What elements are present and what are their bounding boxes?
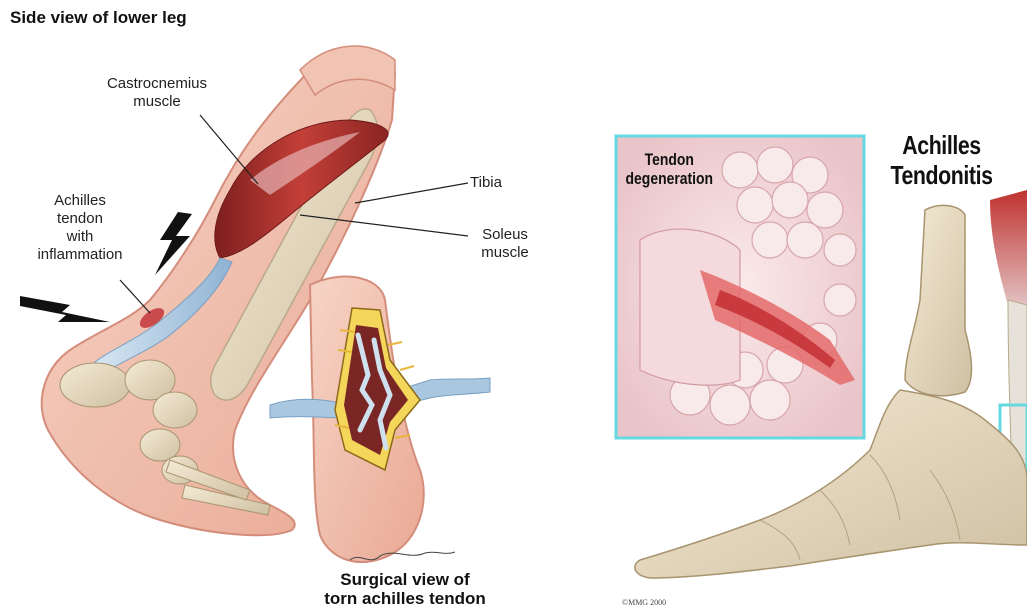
surgical-view-caption: Surgical view of torn achilles tendon bbox=[275, 570, 535, 608]
right-calf-muscle bbox=[990, 190, 1027, 310]
right-title-line2: Tendonitis bbox=[880, 160, 1003, 190]
achilles-label-line1: Achilles bbox=[10, 192, 150, 210]
right-title-line1: Achilles bbox=[880, 130, 1003, 160]
inset-label-line2: degeneration bbox=[616, 169, 723, 188]
left-panel-title: Side view of lower leg bbox=[10, 8, 187, 28]
copyright-text: ©MMG 2000 bbox=[622, 598, 666, 607]
achilles-label-line2: tendon bbox=[10, 210, 150, 228]
caption-line2: torn achilles tendon bbox=[275, 589, 535, 608]
caption-line1: Surgical view of bbox=[275, 570, 535, 589]
pain-bolt-lower-icon bbox=[20, 296, 110, 322]
gastrocnemius-label-line2: muscle bbox=[72, 93, 242, 111]
achilles-label-line3: with bbox=[10, 228, 150, 246]
surgical-view-illustration bbox=[270, 277, 490, 562]
soleus-label-line1: Soleus bbox=[470, 226, 540, 244]
tibia-label: Tibia bbox=[470, 174, 530, 192]
achilles-label-line4: inflammation bbox=[10, 246, 150, 264]
inset-label-line1: Tendon bbox=[616, 150, 723, 169]
soleus-label: Soleus muscle bbox=[470, 226, 540, 262]
tendon-degeneration-label: Tendon degeneration bbox=[616, 150, 723, 188]
achilles-inflammation-label: Achilles tendon with inflammation bbox=[10, 192, 150, 264]
gastrocnemius-label: Castrocnemius muscle bbox=[72, 75, 242, 111]
right-tibia-bone bbox=[905, 205, 971, 395]
gastrocnemius-label-line1: Castrocnemius bbox=[72, 75, 242, 93]
soleus-label-line2: muscle bbox=[470, 244, 540, 262]
achilles-tendonitis-title: Achilles Tendonitis bbox=[880, 130, 1003, 190]
